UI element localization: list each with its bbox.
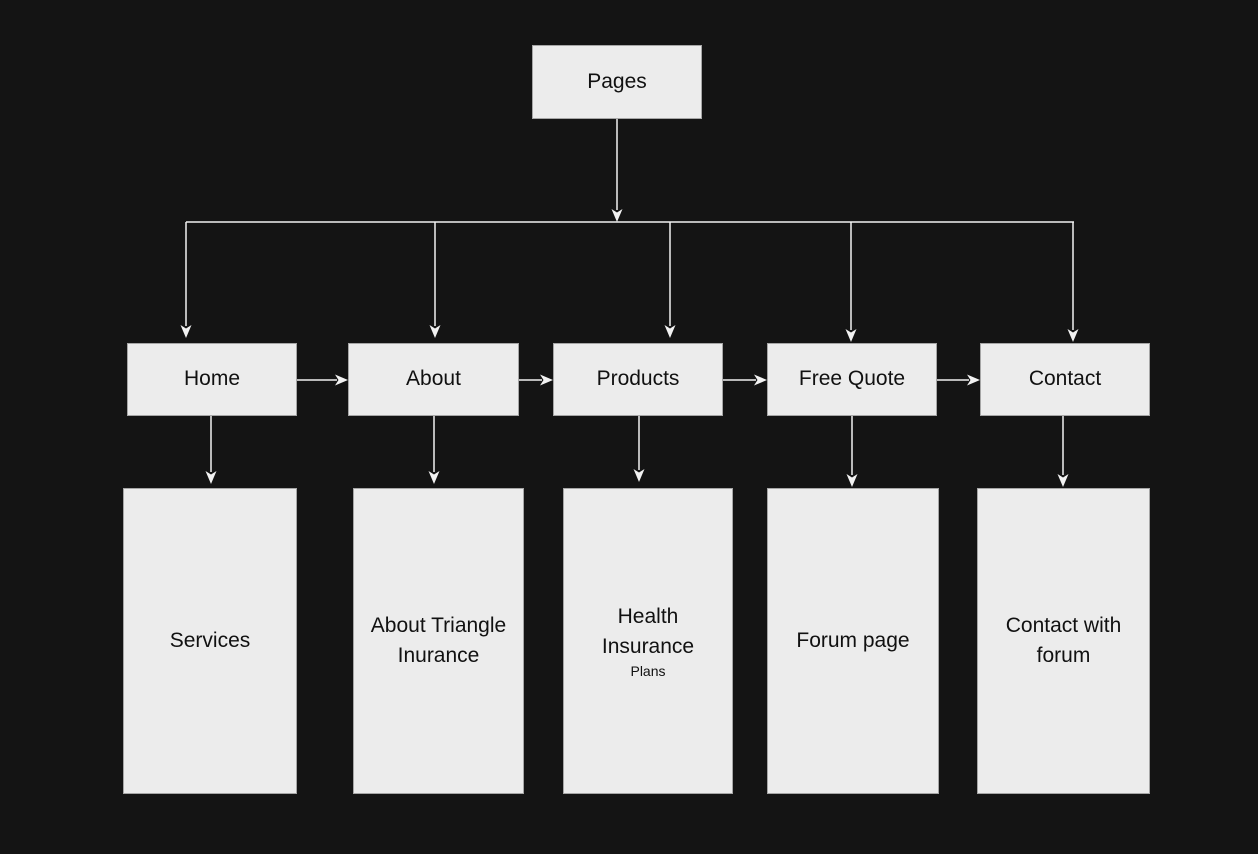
node-label: Products [596, 367, 680, 391]
node-label: About Triangle Inurance [370, 613, 507, 667]
node-forum-page[interactable]: Forum page [767, 488, 939, 794]
edge-arrowhead [845, 329, 857, 342]
edge-branch-contact [1067, 222, 1079, 342]
edge-branch-about [429, 222, 441, 338]
edge-products-free-quote [723, 374, 767, 386]
node-label: Health Insurance [601, 604, 695, 659]
edge-arrowhead [846, 474, 858, 487]
edge-branch-products [664, 222, 676, 338]
edge-arrowhead [967, 374, 980, 386]
edge-about-products [519, 374, 553, 386]
edge-arrowhead [1057, 474, 1069, 487]
edge-free-quote-forum [846, 416, 858, 487]
edge-about-about-triangle [428, 416, 440, 484]
edge-home-services [205, 416, 217, 484]
edge-arrowhead [335, 374, 348, 386]
node-products[interactable]: Products [553, 343, 723, 416]
node-services[interactable]: Services [123, 488, 297, 794]
edge-arrowhead [1067, 329, 1079, 342]
node-about-triangle-inurance[interactable]: About Triangle Inurance [353, 488, 524, 794]
node-sublabel: Plans [630, 662, 666, 679]
edge-arrowhead [205, 471, 217, 484]
edge-arrowhead [429, 325, 441, 338]
node-label: Pages [587, 69, 647, 93]
node-health-insurance-plans[interactable]: Health Insurance Plans [563, 488, 733, 794]
edge-contact-contact-forum [1057, 416, 1069, 487]
edge-products-health [633, 416, 645, 482]
edge-branch-home [180, 222, 192, 338]
edge-arrowhead [633, 469, 645, 482]
node-about[interactable]: About [348, 343, 519, 416]
edge-arrowhead [428, 471, 440, 484]
edge-arrowhead [754, 374, 767, 386]
node-label: Forum page [796, 628, 910, 652]
node-pages[interactable]: Pages [532, 45, 702, 119]
edge-pages-branch [611, 119, 623, 222]
node-free-quote[interactable]: Free Quote [767, 343, 937, 416]
node-home[interactable]: Home [127, 343, 297, 416]
node-label: About [406, 367, 461, 391]
node-label: Home [183, 367, 241, 391]
edge-branch-free-quote [845, 222, 857, 342]
node-label: Free Quote [798, 367, 906, 391]
node-label: Services [169, 628, 251, 652]
node-label: Contact [1028, 367, 1102, 391]
edge-arrowhead [611, 209, 623, 222]
edge-arrowhead [180, 325, 192, 338]
edge-home-about [296, 374, 348, 386]
node-contact[interactable]: Contact [980, 343, 1150, 416]
node-contact-with-forum[interactable]: Contact with forum [977, 488, 1150, 794]
node-label: Contact with forum [1005, 613, 1122, 667]
edge-arrowhead [664, 325, 676, 338]
edge-free-quote-contact [937, 374, 980, 386]
edge-arrowhead [540, 374, 553, 386]
